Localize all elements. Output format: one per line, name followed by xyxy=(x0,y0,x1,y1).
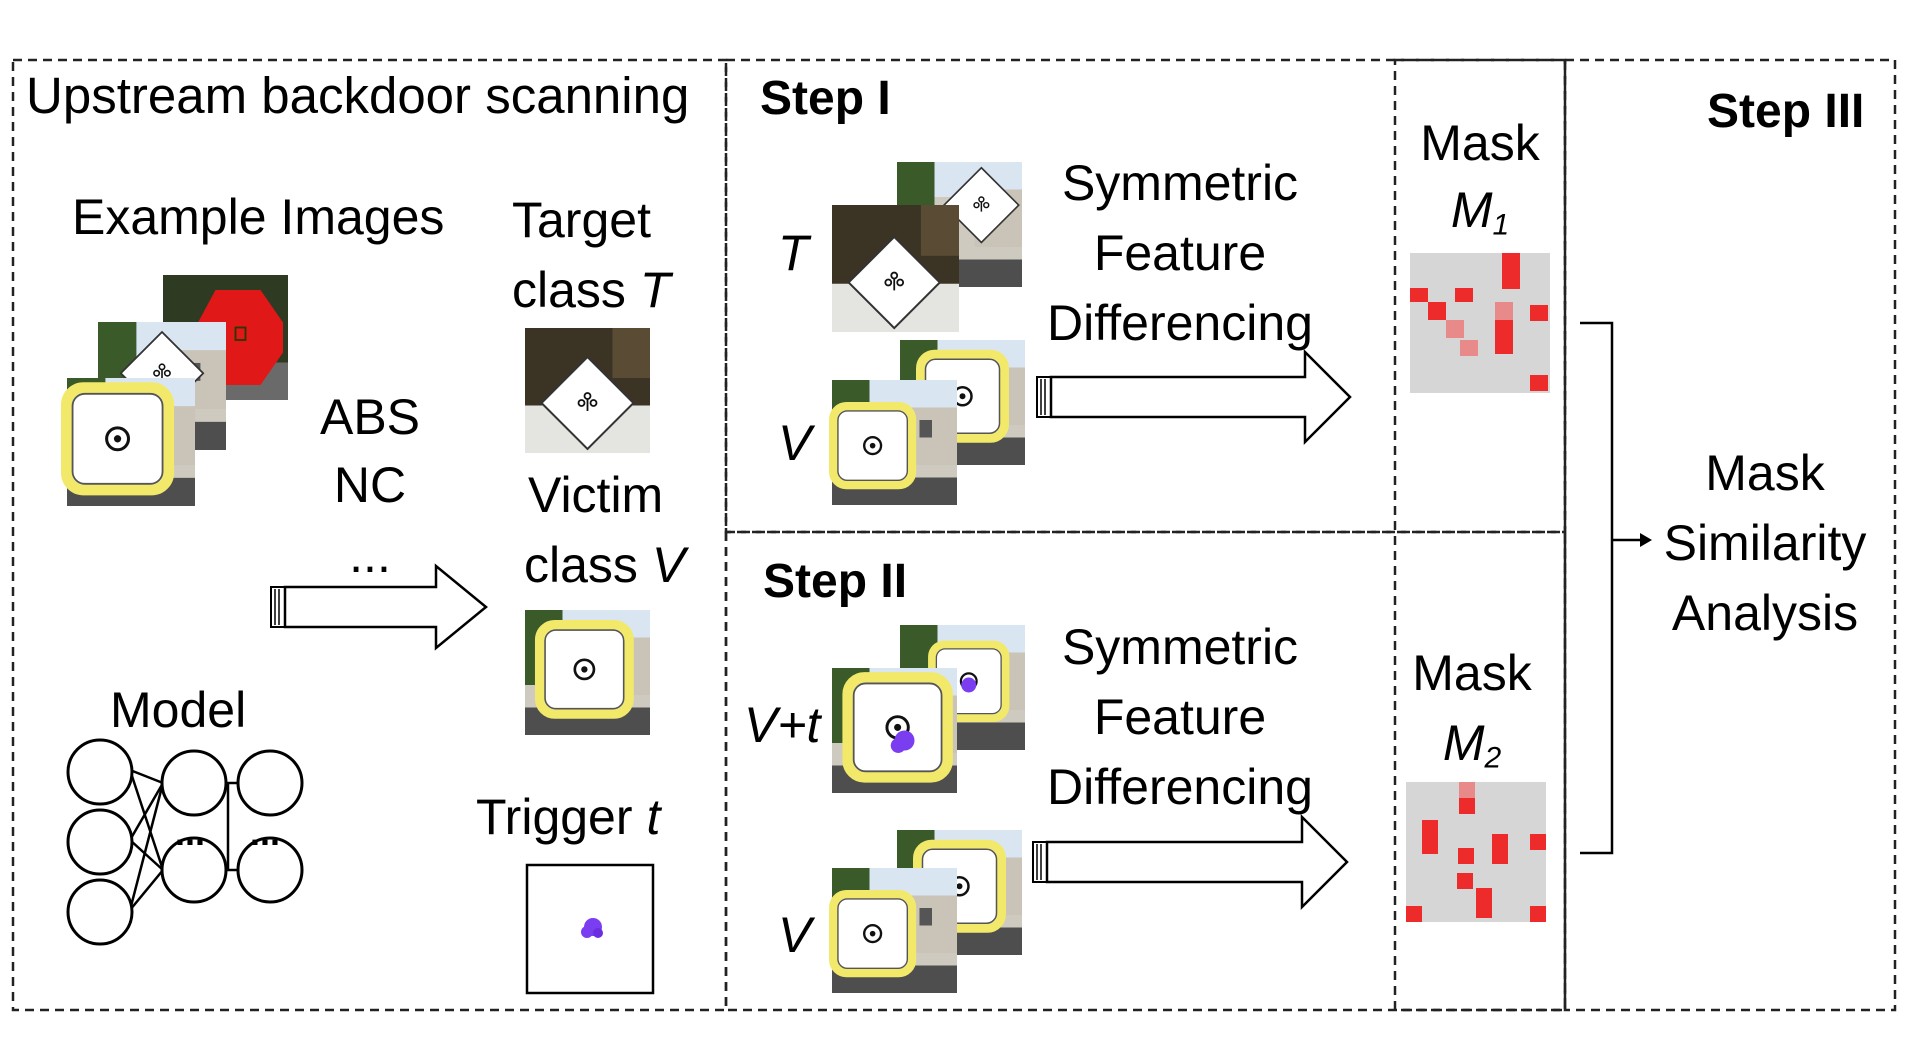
model-hidden-node xyxy=(160,836,228,904)
mask-m2-grid xyxy=(1406,782,1546,922)
model-label: Model xyxy=(110,682,247,738)
mask-m1-label: Mask xyxy=(1420,115,1540,171)
step1-title: Step I xyxy=(760,72,891,125)
step2-process-line1: Symmetric xyxy=(1061,619,1299,675)
model-output-node xyxy=(236,749,304,817)
step1-process-line2: Feature xyxy=(1093,225,1267,281)
method-nc-label: NC xyxy=(333,457,407,513)
model-input-node xyxy=(66,878,134,946)
step2-arrow xyxy=(1032,813,1349,911)
method-abs-label: ABS xyxy=(319,389,421,445)
mask-merge-connector xyxy=(1580,321,1640,855)
victim-class-label-line1: Victim xyxy=(528,467,664,523)
model-network-nodes xyxy=(66,738,304,946)
step3-title: Step III xyxy=(1707,85,1865,138)
model-output-ellipsis: ... xyxy=(250,812,281,853)
example-images-label: Example Images xyxy=(72,189,445,245)
mask-m2-symbol-wrap: M2 xyxy=(1392,715,1552,773)
model-output-node xyxy=(236,836,304,904)
step3-panel-border xyxy=(1563,58,1897,1012)
example-image-yellow-sign xyxy=(66,378,195,506)
step1-process-line1: Symmetric xyxy=(1061,155,1299,211)
scanning-arrow xyxy=(270,563,488,651)
target-class-image xyxy=(525,328,650,453)
mask-m1-symbol-wrap: M1 xyxy=(1400,182,1560,240)
model-input-node xyxy=(66,738,134,806)
step1-panel-border xyxy=(724,58,1567,534)
step2-poisoned-images xyxy=(832,625,1025,793)
step1-process-line3: Differencing xyxy=(1047,295,1313,351)
target-class-label-line1: Target xyxy=(512,192,651,248)
left-panel-title: Upstream backdoor scanning xyxy=(26,67,690,124)
example-images-stack xyxy=(66,275,288,506)
target-class-symbol: T xyxy=(639,262,671,318)
step2-title: Step II xyxy=(763,555,908,608)
method-ellipsis-label: ... xyxy=(349,527,391,583)
step2-victim-row-label: V xyxy=(778,907,812,963)
target-class-label: Target xyxy=(512,195,651,245)
mask-m1-grid xyxy=(1410,253,1550,393)
mask-merge-arrowhead xyxy=(1640,533,1652,547)
victim-class-word: class xyxy=(524,537,638,593)
mask-m1-symbol: M xyxy=(1450,182,1493,238)
step1-victim-row-label: V xyxy=(778,415,812,471)
victim-class-symbol: V xyxy=(651,537,686,593)
model-input-node xyxy=(66,808,134,876)
trigger-image xyxy=(525,863,655,995)
model-hidden-node xyxy=(160,749,228,817)
step3-result-line3: Analysis xyxy=(1671,585,1859,641)
step1-arrow xyxy=(1036,348,1352,446)
victim-class-label: Victim xyxy=(528,470,663,520)
step1-target-images xyxy=(832,162,1022,332)
step3-result-line1: Mask xyxy=(1705,445,1825,501)
mask-m2-label: Mask xyxy=(1412,645,1532,701)
step1-target-row-label: T xyxy=(778,225,809,281)
panel-borders xyxy=(11,58,1897,1012)
mask-m2-subscript: 2 xyxy=(1484,741,1502,775)
step3-result-line2: Similarity xyxy=(1663,515,1867,571)
trigger-word: Trigger xyxy=(476,789,633,845)
trigger-symbol: t xyxy=(646,789,661,845)
step2-process-line2: Feature xyxy=(1093,689,1267,745)
mask-m2-symbol: M xyxy=(1442,715,1485,771)
mask-m1-subscript: 1 xyxy=(1492,208,1510,242)
trigger-label: Trigger t xyxy=(476,792,660,842)
step2-poisoned-row-label: V+t xyxy=(744,697,821,753)
target-class-label-line2: class T xyxy=(512,265,670,315)
victim-class-label-line2: class V xyxy=(524,540,685,590)
victim-class-image xyxy=(525,610,650,735)
step2-process-line3: Differencing xyxy=(1047,759,1313,815)
step1-victim-images xyxy=(832,340,1025,505)
target-class-word: class xyxy=(512,262,626,318)
model-hidden-ellipsis: ... xyxy=(175,812,206,853)
step2-victim-images xyxy=(832,830,1022,993)
